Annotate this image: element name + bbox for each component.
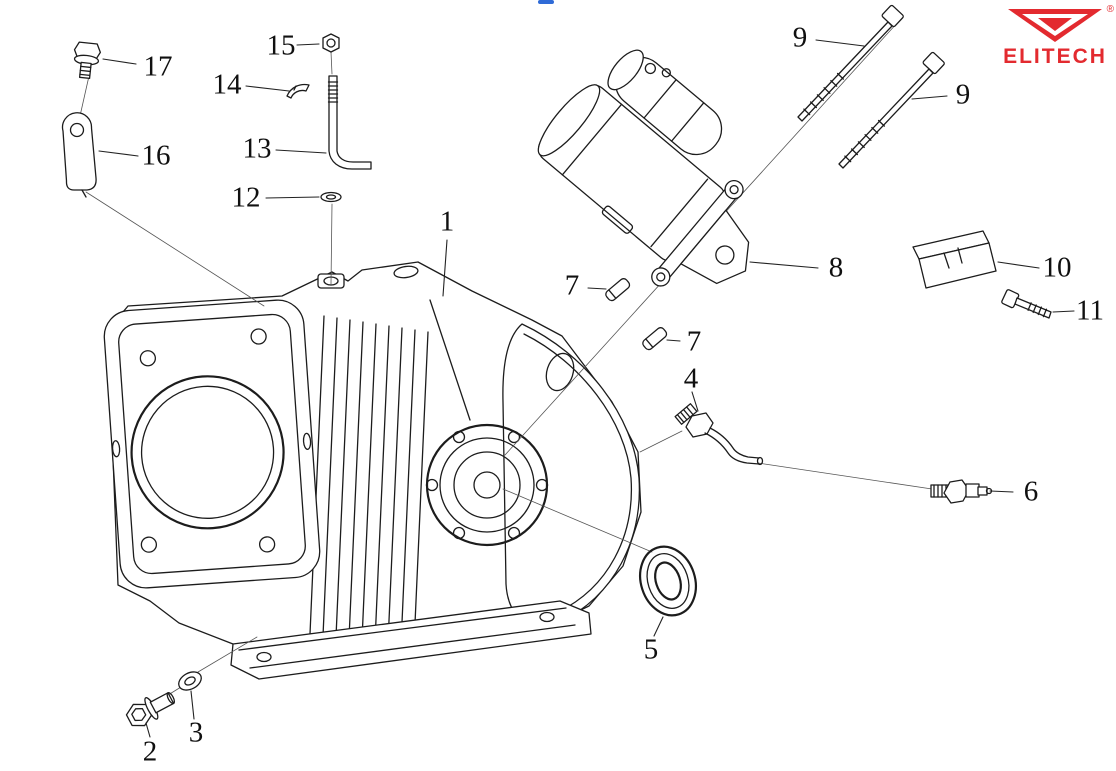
flange-bolt-17-drawing — [73, 41, 101, 80]
callout-7a: 7 — [564, 269, 580, 302]
brand-triangle-icon — [1008, 9, 1102, 42]
callout-8: 8 — [828, 251, 844, 284]
dowel-pin-7b-drawing — [642, 327, 668, 351]
control-module-drawing — [912, 230, 997, 289]
callout-12: 12 — [231, 181, 261, 214]
sealing-washer-drawing — [178, 671, 202, 691]
leader-lines — [98, 39, 1075, 738]
callout-13: 13 — [242, 132, 272, 165]
callout-15: 15 — [266, 29, 296, 62]
mounting-bolt-9b-drawing — [838, 51, 945, 169]
callout-2: 2 — [142, 735, 158, 768]
callout-17: 17 — [143, 50, 173, 83]
page-artifact — [538, 0, 554, 4]
mounting-bolt-9a-drawing — [797, 4, 904, 122]
registered-mark: ® — [1106, 4, 1114, 15]
clip-pin-14-drawing — [286, 83, 310, 99]
callout-3: 3 — [188, 716, 204, 749]
oil-sensor-drawing — [930, 479, 993, 504]
callout-4: 4 — [683, 362, 699, 395]
governor-rod-drawing — [327, 75, 372, 170]
starter-drive-nose — [680, 209, 750, 285]
oil-seal-drawing — [639, 545, 697, 617]
callout-6: 6 — [1023, 475, 1039, 508]
brand-name: ELITECH — [1003, 45, 1107, 68]
nut-15-drawing — [322, 33, 340, 53]
callout-11: 11 — [1076, 294, 1104, 327]
washer-12-drawing — [320, 191, 342, 203]
callout-10: 10 — [1042, 251, 1072, 284]
crankshaft-opening — [425, 423, 549, 547]
callout-9b: 9 — [955, 78, 971, 111]
bolt-11-drawing — [1001, 289, 1052, 319]
callout-5: 5 — [643, 633, 659, 666]
callout-1: 1 — [439, 205, 455, 238]
drain-bolt-drawing — [125, 692, 176, 727]
brand-logo: ® ELITECH — [1000, 4, 1114, 69]
callout-16: 16 — [141, 139, 171, 172]
callout-14: 14 — [212, 68, 242, 101]
dowel-pin-7a-drawing — [605, 278, 631, 302]
cylinder-face-plate — [103, 299, 321, 589]
breather-joint-drawing — [674, 403, 764, 466]
cooling-fins — [309, 315, 429, 647]
callout-7b: 7 — [686, 325, 702, 358]
starter-motor-drawing — [537, 49, 750, 287]
callout-9a: 9 — [792, 21, 808, 54]
construction-lines-2 — [79, 51, 933, 701]
engine-block-drawing — [103, 261, 642, 680]
crankcase-flange — [502, 323, 641, 628]
hanger-tab-drawing — [61, 112, 97, 198]
mounting-base — [230, 600, 592, 680]
